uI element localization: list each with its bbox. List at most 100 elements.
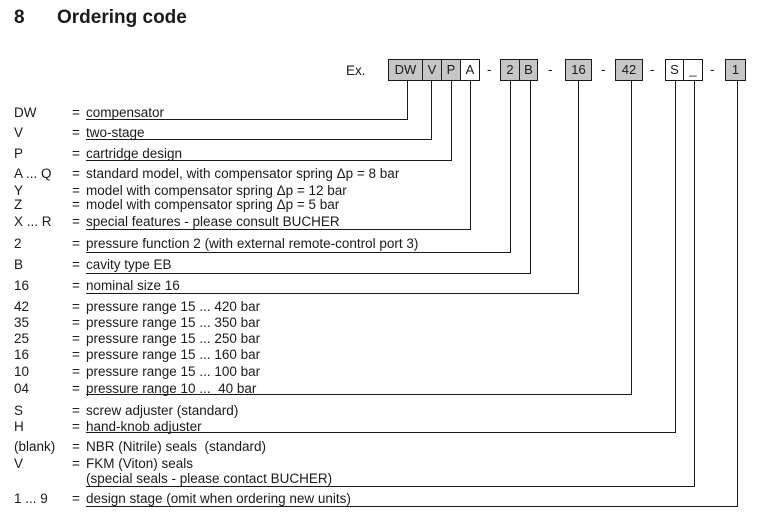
- ordering-row-aq: A ... Q = standard model, with compensator…: [14, 166, 399, 181]
- ordering-row-35: 35 = pressure range 15 ... 350 bar: [14, 315, 260, 330]
- code-separator: -: [548, 62, 553, 77]
- ordering-row-z: Z=model with compensator spring Δp = 5 b…: [14, 197, 339, 212]
- code-box-2: 2: [500, 59, 520, 81]
- row-equals: =: [72, 491, 80, 506]
- code-box-p: P: [441, 59, 461, 81]
- row-equals: =: [72, 105, 80, 120]
- row-equals: =: [72, 315, 80, 330]
- row-equals: =: [72, 381, 80, 396]
- row-desc: design stage (omit when ordering new uni…: [86, 491, 351, 506]
- connector-vline-42: [631, 81, 633, 395]
- row-equals: =: [72, 299, 80, 314]
- row-equals: =: [72, 214, 80, 229]
- row-code: P: [14, 146, 24, 161]
- section-title: Ordering code: [57, 7, 187, 28]
- row-equals: =: [72, 257, 80, 272]
- ordering-row-s: S=screw adjuster (standard): [14, 403, 238, 418]
- connector-underline-s: [86, 432, 675, 434]
- row-equals: =: [72, 166, 80, 181]
- row-desc: hand-knob adjuster: [86, 419, 202, 434]
- code-box-dw: DW: [388, 59, 423, 81]
- row-equals: =: [72, 347, 80, 362]
- code-separator: -: [710, 62, 715, 77]
- row-code: S: [14, 403, 24, 418]
- row-equals: =: [72, 439, 80, 454]
- row-code: V: [14, 456, 24, 471]
- row-desc: NBR (Nitrile) seals (standard): [86, 439, 267, 454]
- connector-vline-b: [530, 81, 532, 274]
- row-equals: =: [72, 403, 80, 418]
- row-equals: =: [72, 331, 80, 346]
- row-desc: model with compensator spring Δp = 12 ba…: [86, 183, 347, 198]
- row-code: V: [14, 125, 24, 140]
- row-equals: =: [72, 125, 80, 140]
- row-desc: nominal size 16: [86, 278, 180, 293]
- row-code: A ... Q: [14, 166, 52, 181]
- ordering-row-16b: 16=pressure range 15 ... 160 bar: [14, 347, 260, 362]
- row-code: 42: [14, 299, 30, 314]
- row-desc: special features - please consult BUCHER: [86, 214, 340, 229]
- ordering-row-10: 10=pressure range 15 ... 100 bar: [14, 364, 260, 379]
- row-code: 16: [14, 347, 30, 362]
- connector-underline-b: [86, 273, 530, 275]
- code-box-blank: _: [683, 59, 703, 81]
- ordering-row-y: Y=model with compensator spring Δp = 12 …: [14, 183, 347, 198]
- row-code: 35: [14, 315, 30, 330]
- code-box-1: 1: [725, 59, 746, 81]
- section-number: 8: [14, 7, 25, 28]
- row-code: 2: [14, 236, 22, 251]
- connector-underline-a: [86, 229, 470, 231]
- ordering-row-v: V=two-stage: [14, 125, 145, 140]
- ordering-row-04: 04=pressure range 10 ... 40 bar: [14, 381, 256, 396]
- connector-underline-seals: [86, 486, 694, 488]
- row-equals: =: [72, 236, 80, 251]
- ordering-row-25: 25 = pressure range 15 ... 250 bar: [14, 331, 260, 346]
- row-equals: =: [72, 278, 80, 293]
- code-box-a: A: [460, 59, 480, 81]
- row-equals: =: [72, 197, 80, 212]
- connector-vline-v: [431, 81, 433, 140]
- connector-underline-2: [86, 252, 510, 254]
- code-box-42: 42: [615, 59, 643, 81]
- connector-underline-v: [86, 139, 431, 141]
- row-code: B: [14, 257, 24, 272]
- page-title: 8 Ordering code: [14, 7, 187, 29]
- row-code: 16: [14, 278, 30, 293]
- connector-vline-16: [578, 81, 580, 294]
- connector-vline-2: [510, 81, 512, 253]
- ordering-row-fkm: V=FKM (Viton) seals: [14, 456, 193, 471]
- ordering-row-special-seals: (special seals - please contact BUCHER): [14, 471, 332, 486]
- connector-vline-dw: [407, 81, 409, 120]
- ordering-row-dw: DW = compensator: [14, 105, 164, 120]
- row-desc: pressure range 15 ... 100 bar: [86, 364, 261, 379]
- ordering-row-h: H = hand-knob adjuster: [14, 419, 202, 434]
- row-equals: =: [72, 364, 80, 379]
- row-desc: standard model, with compensator spring …: [86, 166, 400, 181]
- code-separator: -: [601, 62, 606, 77]
- example-label: Ex.: [346, 63, 366, 78]
- row-code: 25: [14, 331, 30, 346]
- connector-underline-1: [86, 506, 737, 508]
- row-desc: cavity type EB: [86, 257, 172, 272]
- row-equals: =: [72, 419, 80, 434]
- connector-vline-p: [451, 81, 453, 161]
- row-desc: cartridge design: [86, 146, 183, 161]
- code-box-b: B: [519, 59, 538, 81]
- row-desc: pressure range 15 ... 250 bar: [86, 331, 261, 346]
- ordering-row-b: B = cavity type EB: [14, 257, 172, 272]
- row-code: DW: [14, 105, 37, 120]
- ordering-row-42: 42=pressure range 15 ... 420 bar: [14, 299, 260, 314]
- row-desc: pressure function 2 (with external remot…: [86, 236, 419, 251]
- code-separator: -: [487, 62, 492, 77]
- row-desc: pressure range 15 ... 350 bar: [86, 315, 261, 330]
- row-code: 1 ... 9: [14, 491, 48, 506]
- connector-vline-a: [470, 81, 472, 230]
- code-box-s: S: [665, 59, 684, 81]
- row-desc: model with compensator spring Δp = 5 bar: [86, 197, 340, 212]
- row-code: Y: [14, 183, 24, 198]
- row-code: 04: [14, 381, 30, 396]
- row-code: H: [14, 419, 24, 434]
- row-desc: compensator: [86, 105, 165, 120]
- connector-vline-s: [675, 81, 677, 433]
